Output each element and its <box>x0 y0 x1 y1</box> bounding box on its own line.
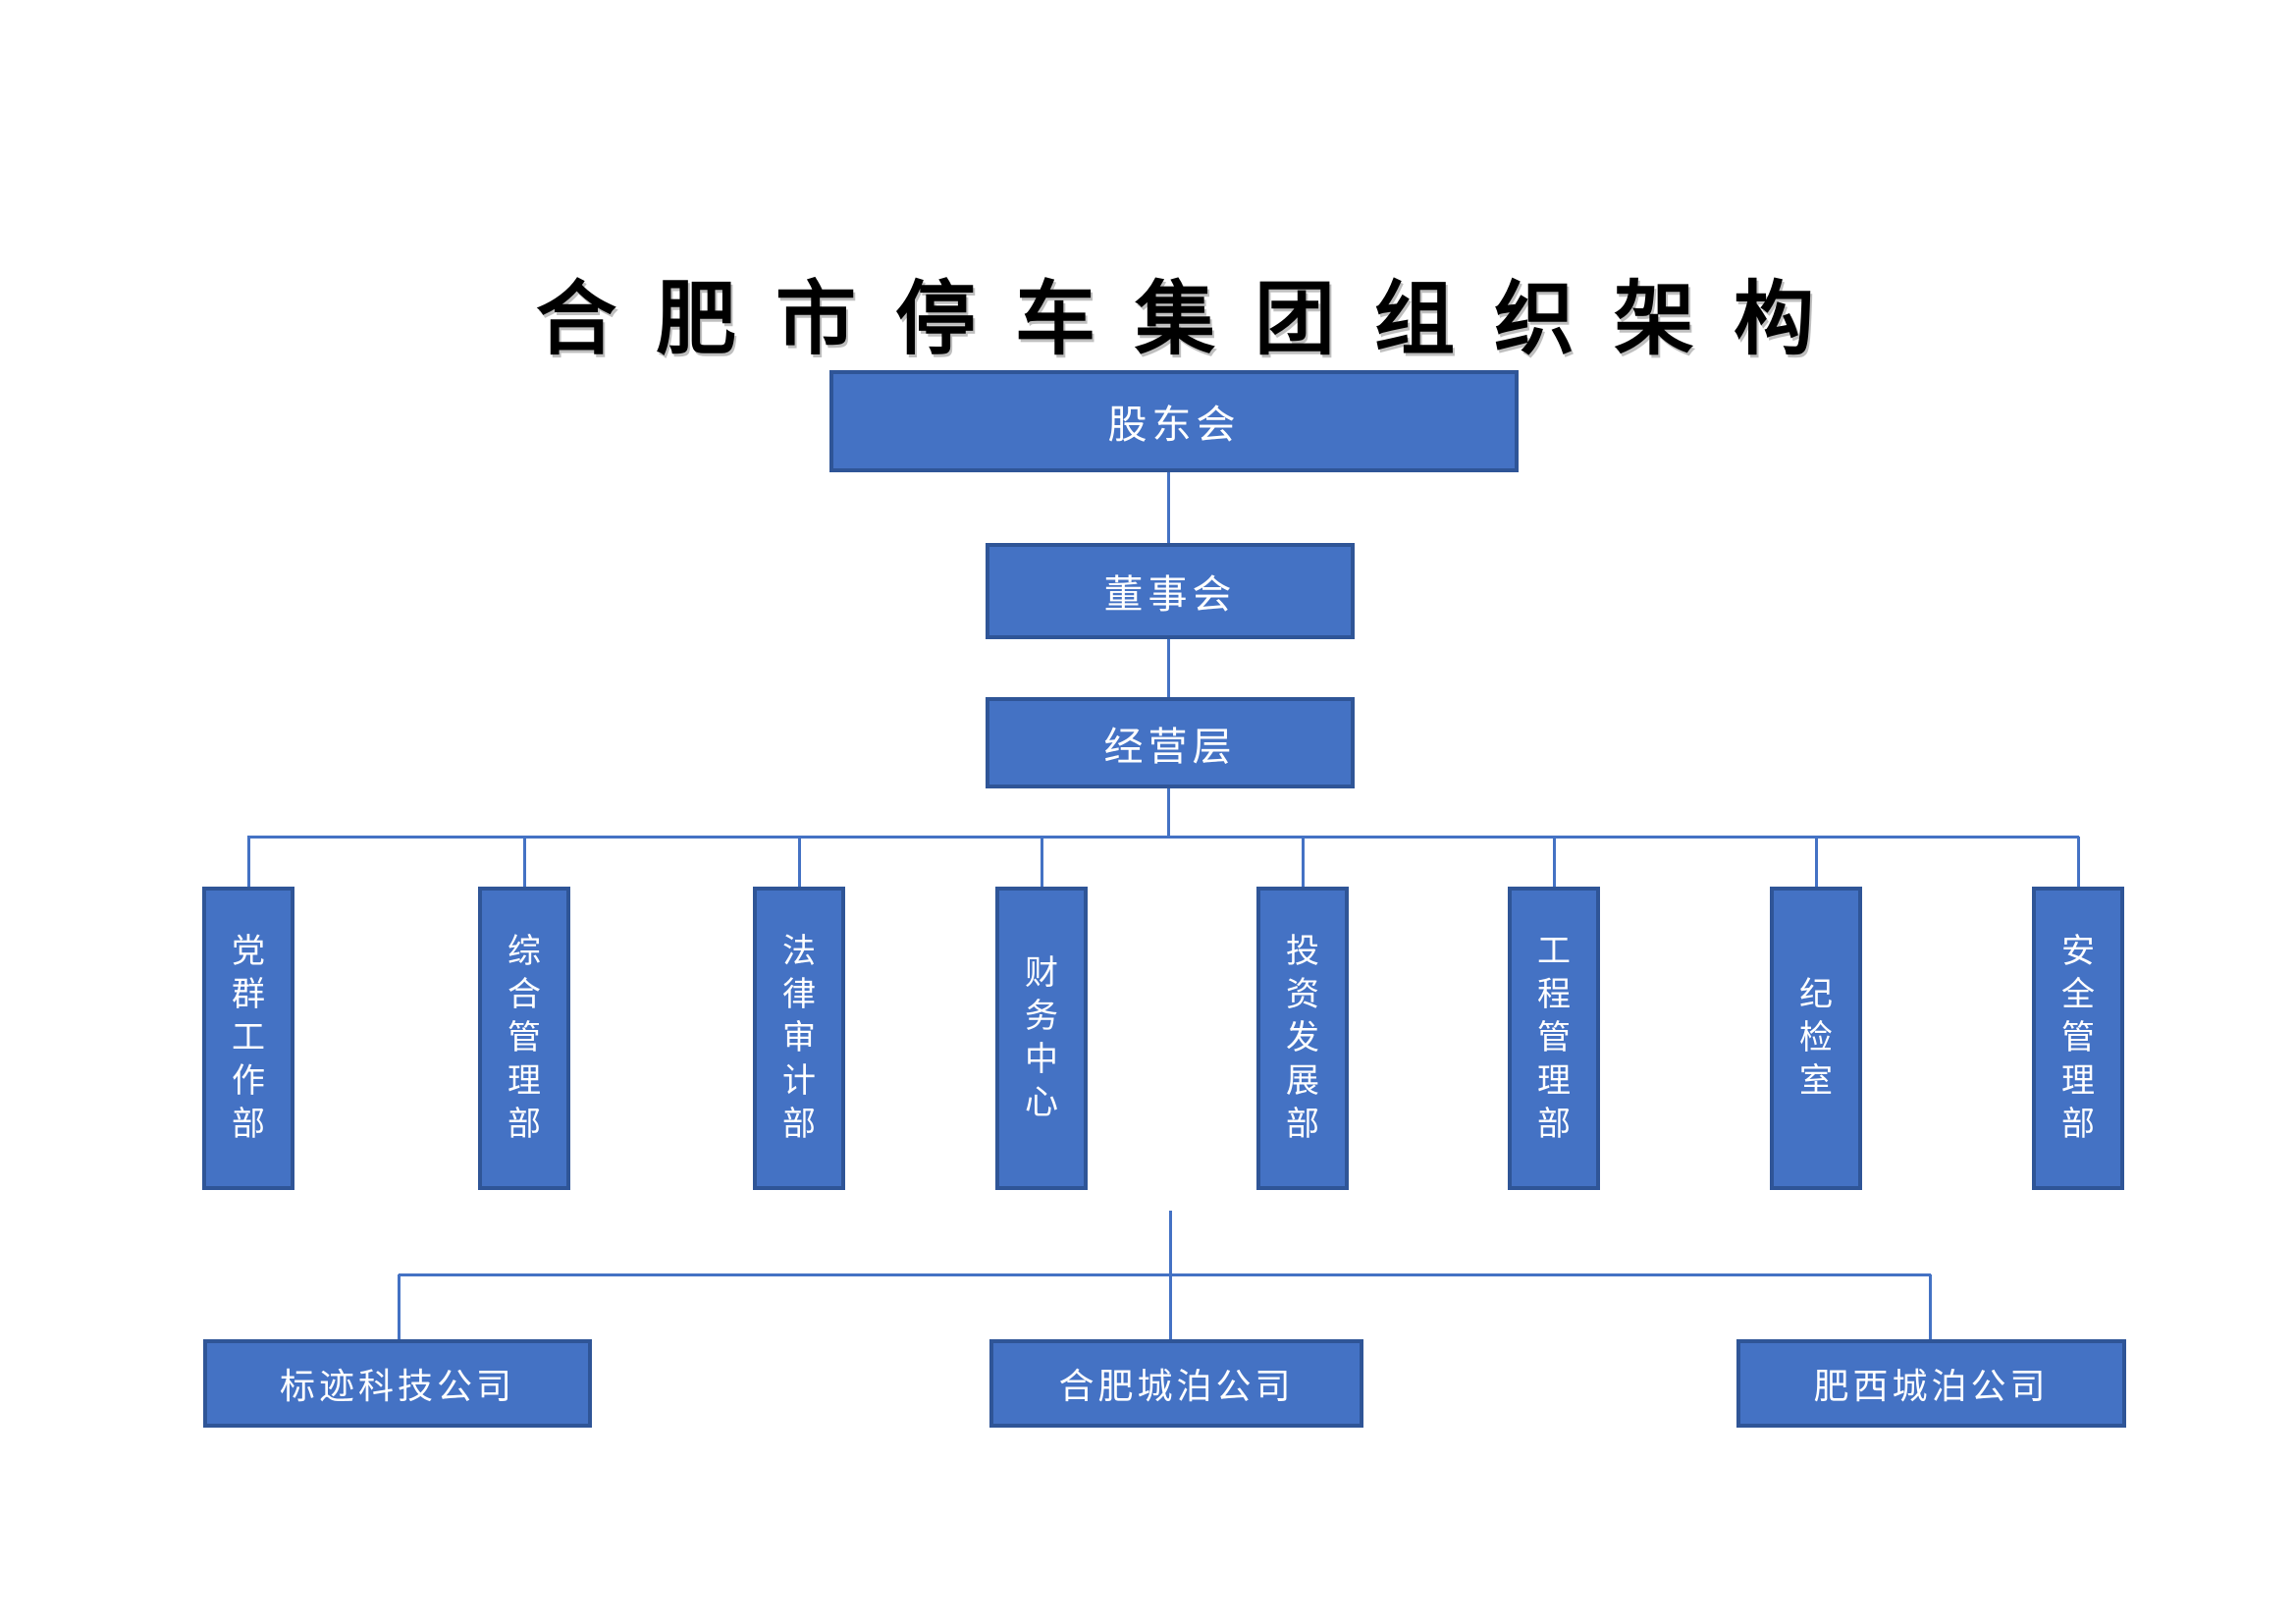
dept-party-group-work-label: 党群工作部 <box>232 933 265 1143</box>
dept-general-management-label: 综合管理部 <box>507 933 541 1143</box>
dept-safety-management: 安全管理部 <box>2032 887 2124 1190</box>
company-feixi-chengbo: 肥西城泊公司 <box>1736 1339 2126 1428</box>
connector-drop-investment-development <box>1302 837 1305 887</box>
company-hefei-chengbo: 合肥城泊公司 <box>989 1339 1363 1428</box>
connector-drop-general-management <box>523 837 526 887</box>
company-biaoji-tech-label: 标迹科技公司 <box>279 1367 515 1406</box>
dept-engineering-management: 工程管理部 <box>1508 887 1600 1190</box>
node-board: 董事会 <box>986 543 1355 639</box>
dept-investment-development: 投资发展部 <box>1256 887 1349 1190</box>
dept-discipline-inspection: 纪检室 <box>1770 887 1862 1190</box>
dept-finance-center-label: 财务中心 <box>1025 954 1058 1121</box>
company-biaoji-tech: 标迹科技公司 <box>203 1339 592 1428</box>
node-management: 经营层 <box>986 697 1355 788</box>
chart-title: 合肥市停车集团组织架构 <box>536 275 1854 364</box>
dept-safety-management-label: 安全管理部 <box>2061 933 2095 1143</box>
dept-finance-center: 财务中心 <box>995 887 1088 1190</box>
connector-drop-discipline-inspection <box>1815 837 1818 887</box>
connector-drop-party-group-work <box>247 837 250 887</box>
connector-drop-biaoji-tech <box>398 1274 400 1339</box>
dept-general-management: 综合管理部 <box>478 887 570 1190</box>
dept-discipline-inspection-label: 纪检室 <box>1799 976 1833 1100</box>
node-management-label: 经营层 <box>1103 724 1237 769</box>
company-feixi-chengbo-label: 肥西城泊公司 <box>1813 1367 2050 1406</box>
connector-shareholders-board <box>1167 472 1170 543</box>
connector-drop-safety-management <box>2077 837 2080 887</box>
connector-departments-bar <box>247 836 2079 839</box>
node-shareholders: 股东会 <box>829 370 1519 472</box>
connector-drop-legal-audit <box>798 837 801 887</box>
connector-drop-engineering-management <box>1553 837 1556 887</box>
connector-companies-bar <box>399 1273 1931 1276</box>
connector-drop-feixi-chengbo <box>1929 1274 1932 1339</box>
dept-legal-audit: 法律审计部 <box>753 887 845 1190</box>
node-shareholders-label: 股东会 <box>1107 403 1241 447</box>
dept-engineering-management-label: 工程管理部 <box>1537 933 1571 1143</box>
connector-management-departments <box>1167 788 1170 837</box>
dept-party-group-work: 党群工作部 <box>202 887 294 1190</box>
dept-legal-audit-label: 法律审计部 <box>782 933 816 1143</box>
node-board-label: 董事会 <box>1103 572 1237 617</box>
company-hefei-chengbo-label: 合肥城泊公司 <box>1058 1367 1295 1406</box>
connector-board-management <box>1167 639 1170 697</box>
connector-drop-finance-center <box>1041 837 1043 887</box>
dept-investment-development-label: 投资发展部 <box>1286 933 1319 1143</box>
